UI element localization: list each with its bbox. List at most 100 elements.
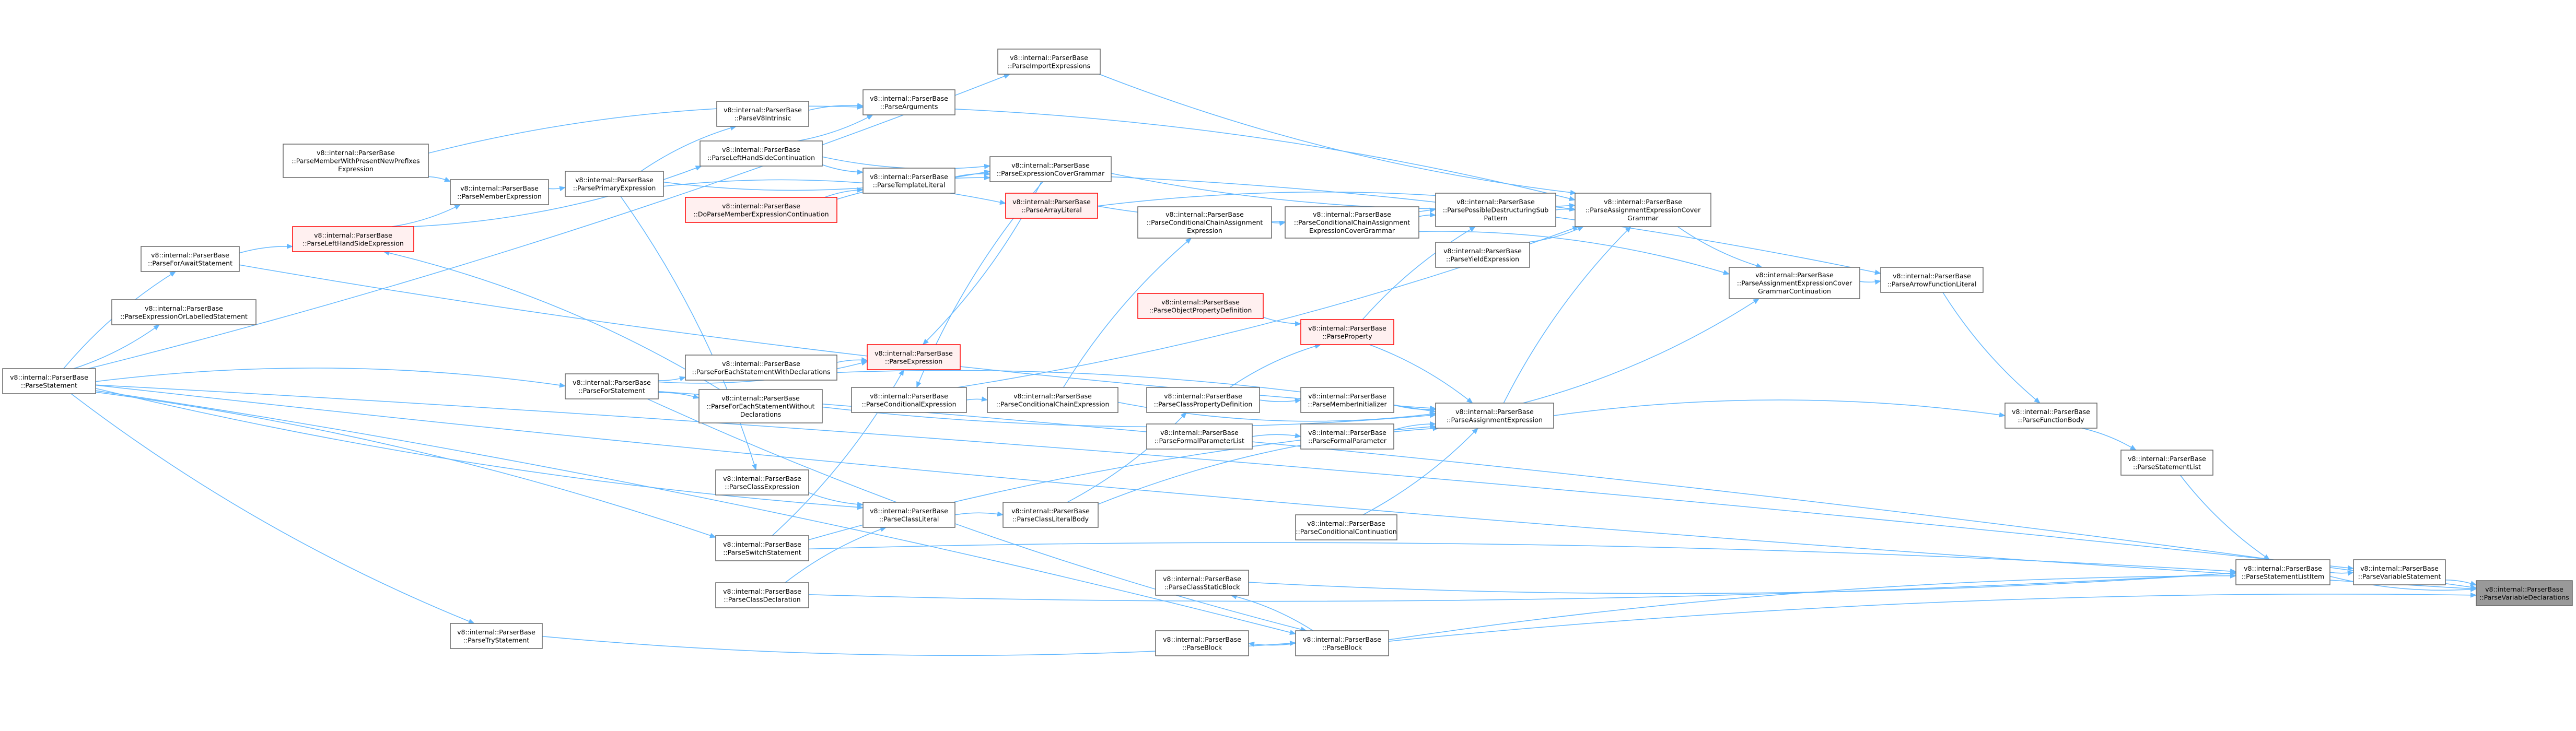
- node-box: [715, 535, 809, 561]
- node-label-line: ::ParseV8Intrinsic: [735, 114, 791, 122]
- node-parse-assignment-expression-cover-grammar[interactable]: v8::internal::ParserBase::ParseAssignmen…: [1575, 193, 1711, 227]
- node-parse-object-property-definition[interactable]: v8::internal::ParserBase::ParseObjectPro…: [1137, 293, 1264, 319]
- node-parse-member-expression[interactable]: v8::internal::ParserBase::ParseMemberExp…: [450, 179, 549, 205]
- node-label-line: v8::internal::ParserBase: [10, 373, 88, 381]
- node-label-line: ::ParseLeftHandSideContinuation: [707, 154, 815, 161]
- node-parse-statement[interactable]: v8::internal::ParserBase::ParseStatement: [2, 368, 96, 394]
- node-label-line: ::ParseFormalParameterList: [1155, 437, 1244, 444]
- node-box: [1435, 403, 1554, 429]
- node-parse-expression[interactable]: v8::internal::ParserBase::ParseExpressio…: [867, 344, 961, 370]
- node-parse-for-statement[interactable]: v8::internal::ParserBase::ParseForStatem…: [565, 373, 659, 399]
- node-label-line: ExpressionCoverGrammar: [1309, 227, 1395, 234]
- node-label-line: v8::internal::ParserBase: [2128, 455, 2206, 463]
- node-box: [292, 226, 414, 252]
- node-parse-switch-statement[interactable]: v8::internal::ParserBase::ParseSwitchSta…: [715, 535, 809, 561]
- node-box: [1137, 293, 1264, 319]
- node-parse-import-expressions[interactable]: v8::internal::ParserBase::ParseImportExp…: [997, 49, 1101, 75]
- node-label-line: Pattern: [1484, 214, 1508, 222]
- node-box: [450, 623, 543, 649]
- node-label-line: ::ParseSwitchStatement: [723, 548, 801, 556]
- node-parse-assignment-expression-cover-grammar-continuation[interactable]: v8::internal::ParserBase::ParseAssignmen…: [1729, 267, 1860, 299]
- node-parse-class-declaration[interactable]: v8::internal::ParserBase::ParseClassDecl…: [715, 582, 809, 608]
- node-parse-conditional-chain-assignment-expression[interactable]: v8::internal::ParserBase::ParseCondition…: [1137, 206, 1272, 239]
- edge-parse-for-await-statement-to-parse-left-hand-side-expression: [239, 243, 293, 254]
- node-box: [685, 197, 837, 223]
- edge-parse-left-hand-side-expression-to-parse-member-expression: [392, 204, 461, 227]
- node-label-line: v8::internal::ParserBase: [1755, 271, 1834, 279]
- node-label-line: ::ParseConditionalChainAssignment: [1294, 219, 1411, 227]
- node-parse-function-body[interactable]: v8::internal::ParserBase::ParseFunctionB…: [2004, 403, 2097, 429]
- node-parse-variable-declarations[interactable]: v8::internal::ParserBase::ParseVariableD…: [2476, 580, 2573, 606]
- node-parse-try-statement[interactable]: v8::internal::ParserBase::ParseTryStatem…: [450, 623, 543, 649]
- node-label-line: ::ParseAssignmentExpression: [1447, 416, 1543, 423]
- node-parse-conditional-chain-expression[interactable]: v8::internal::ParserBase::ParseCondition…: [987, 387, 1118, 413]
- node-parse-conditional-chain-assignment-expression-cover-grammar[interactable]: v8::internal::ParserBase::ParseCondition…: [1285, 206, 1419, 239]
- edge-parse-property-to-parse-possible-destructuring-sub-pattern: [1362, 226, 1476, 320]
- node-parse-left-hand-side-expression[interactable]: v8::internal::ParserBase::ParseLeftHandS…: [292, 226, 414, 252]
- edge-parse-formal-parameter-list-to-parse-formal-parameter: [1252, 433, 1301, 439]
- node-label-line: ::ParseStatementListItem: [2242, 572, 2324, 580]
- node-parse-class-static-block[interactable]: v8::internal::ParserBase::ParseClassStat…: [1155, 570, 1249, 596]
- node-label-line: v8::internal::ParserBase: [1164, 392, 1242, 400]
- node-parse-class-expression[interactable]: v8::internal::ParserBase::ParseClassExpr…: [715, 469, 809, 496]
- node-parse-member-initializer[interactable]: v8::internal::ParserBase::ParseMemberIni…: [1300, 387, 1394, 413]
- node-box: [989, 156, 1112, 182]
- node-parse-expression-cover-grammar[interactable]: v8::internal::ParserBase::ParseExpressio…: [989, 156, 1112, 182]
- node-parse-assignment-expression[interactable]: v8::internal::ParserBase::ParseAssignmen…: [1435, 403, 1554, 429]
- node-label-line: v8::internal::ParserBase: [314, 231, 392, 239]
- node-parse-formal-parameter[interactable]: v8::internal::ParserBase::ParseFormalPar…: [1300, 423, 1394, 450]
- node-label-line: ::ParseMemberExpression: [457, 192, 542, 200]
- node-parse-for-each-statement-with-declarations[interactable]: v8::internal::ParserBase::ParseForEachSt…: [685, 355, 837, 381]
- node-box: [1300, 387, 1394, 413]
- node-box: [862, 168, 955, 194]
- node-do-parse-member-expression-continuation[interactable]: v8::internal::ParserBase::DoParseMemberE…: [685, 197, 837, 223]
- node-parse-statement-list[interactable]: v8::internal::ParserBase::ParseStatement…: [2120, 450, 2213, 476]
- edge-parse-arguments-to-parse-assignment-expression-cover-grammar: [954, 109, 1576, 202]
- node-label-line: v8::internal::ParserBase: [1443, 247, 1522, 255]
- edge-parse-for-statement-to-parse-for-each-statement-without-declarations: [658, 392, 700, 399]
- node-parse-property[interactable]: v8::internal::ParserBase::ParseProperty: [1300, 319, 1394, 345]
- node-parse-template-literal[interactable]: v8::internal::ParserBase::ParseTemplateL…: [862, 168, 955, 194]
- node-box: [1155, 630, 1249, 656]
- node-label-line: v8::internal::ParserBase: [457, 628, 535, 636]
- node-box: [111, 299, 257, 325]
- node-label-line: ::ParsePrimaryExpression: [573, 184, 656, 192]
- node-parse-yield-expression[interactable]: v8::internal::ParserBase::ParseYieldExpr…: [1435, 242, 1530, 268]
- node-label-line: v8::internal::ParserBase: [575, 176, 654, 184]
- node-parse-conditional-continuation[interactable]: v8::internal::ParserBase::ParseCondition…: [1295, 514, 1397, 540]
- node-label-line: v8::internal::ParserBase: [1163, 575, 1241, 583]
- node-label-line: v8::internal::ParserBase: [1011, 507, 1090, 515]
- node-label-line: v8::internal::ParserBase: [1308, 324, 1386, 332]
- edge-parse-primary-expression-to-parse-v8-intrinsic: [640, 125, 737, 172]
- node-box: [1295, 630, 1389, 656]
- node-label-line: v8::internal::ParserBase: [1604, 198, 1682, 206]
- node-label-line: v8::internal::ParserBase: [1161, 298, 1240, 306]
- node-parse-possible-destructuring-sub-pattern[interactable]: v8::internal::ParserBase::ParsePossibleD…: [1435, 193, 1556, 227]
- node-parse-primary-expression[interactable]: v8::internal::ParserBase::ParsePrimaryEx…: [565, 171, 664, 197]
- node-parse-class-literal-body[interactable]: v8::internal::ParserBase::ParseClassLite…: [1003, 502, 1099, 528]
- node-parse-for-await-statement[interactable]: v8::internal::ParserBase::ParseForAwaitS…: [141, 246, 240, 272]
- node-parse-arguments[interactable]: v8::internal::ParserBase::ParseArguments: [862, 89, 955, 115]
- node-label-line: v8::internal::ParserBase: [1163, 635, 1241, 643]
- edge-parse-left-hand-side-continuation-to-parse-expression-cover-grammar: [822, 156, 990, 170]
- node-parse-class-literal[interactable]: v8::internal::ParserBase::ParseClassLite…: [862, 502, 955, 528]
- node-parse-conditional-expression[interactable]: v8::internal::ParserBase::ParseCondition…: [851, 387, 967, 413]
- node-parse-array-literal[interactable]: v8::internal::ParserBase::ParseArrayLite…: [1005, 193, 1098, 219]
- node-parse-variable-statement[interactable]: v8::internal::ParserBase::ParseVariableS…: [2353, 559, 2446, 585]
- node-parse-expression-or-labelled-statement[interactable]: v8::internal::ParserBase::ParseExpressio…: [111, 299, 257, 325]
- node-parse-block-plain[interactable]: v8::internal::ParserBase::ParseBlock: [1155, 630, 1249, 656]
- edge-parse-for-each-statement-with-declarations-to-parse-expression: [836, 357, 868, 363]
- node-parse-arrow-function-literal[interactable]: v8::internal::ParserBase::ParseArrowFunc…: [1880, 267, 1984, 293]
- node-parse-class-property-definition[interactable]: v8::internal::ParserBase::ParseClassProp…: [1146, 387, 1260, 413]
- node-parse-v8-intrinsic[interactable]: v8::internal::ParserBase::ParseV8Intrins…: [716, 101, 809, 127]
- node-parse-formal-parameter-list[interactable]: v8::internal::ParserBase::ParseFormalPar…: [1146, 423, 1253, 450]
- node-label-line: v8::internal::ParserBase: [722, 360, 800, 368]
- node-label-line: v8::internal::ParserBase: [1012, 198, 1091, 206]
- node-parse-for-each-statement-without-declarations[interactable]: v8::internal::ParserBase::ParseForEachSt…: [698, 389, 823, 423]
- node-parse-statement-list-item[interactable]: v8::internal::ParserBase::ParseStatement…: [2235, 559, 2330, 585]
- node-label-line: ::ParseForStatement: [578, 386, 645, 394]
- node-label-line: ::ParseExpressionCoverGrammar: [997, 169, 1105, 177]
- node-parse-left-hand-side-continuation[interactable]: v8::internal::ParserBase::ParseLeftHandS…: [700, 140, 823, 167]
- node-parse-member-with-present-new-prefixes-expression[interactable]: v8::internal::ParserBase::ParseMemberWit…: [283, 144, 429, 178]
- node-parse-block[interactable]: v8::internal::ParserBase::ParseBlock: [1295, 630, 1389, 656]
